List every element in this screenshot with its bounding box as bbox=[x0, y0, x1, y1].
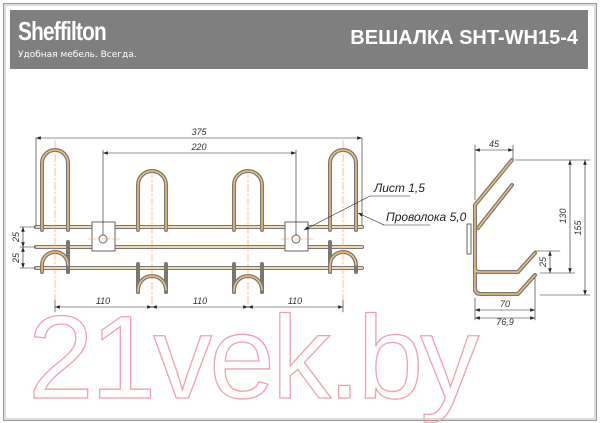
side-view: 45 130 155 25 70 76,9 bbox=[466, 139, 591, 327]
watermark: 21vek.by bbox=[28, 292, 479, 423]
brand-logo: Sheffilton bbox=[18, 16, 107, 46]
hooks bbox=[40, 148, 358, 294]
dim-rail-spacing: 25 bbox=[11, 252, 21, 264]
mount-plate bbox=[91, 221, 116, 252]
note-wire: Проволока 5,0 bbox=[386, 210, 467, 224]
dim-total-width: 375 bbox=[191, 127, 207, 137]
front-view: 375 220 110 110 110 25 25 Лист 1,5 Прово… bbox=[11, 127, 467, 313]
dim-hook-spacing: 110 bbox=[96, 296, 110, 306]
dim-height-inner: 130 bbox=[558, 208, 568, 223]
sheet-frame bbox=[3, 3, 597, 421]
dim-plate-spacing: 220 bbox=[190, 142, 206, 152]
dim-hook-spacing: 110 bbox=[288, 296, 302, 306]
mount-plate-side bbox=[466, 223, 472, 255]
product-title: ВЕШАЛКА SHT-WH15-4 bbox=[350, 27, 578, 49]
dim-hook-spacing: 110 bbox=[193, 296, 207, 306]
dim-height-total: 155 bbox=[573, 220, 583, 236]
header-bar: Sheffilton Удобная мебель. Всегда. ВЕШАЛ… bbox=[10, 10, 588, 69]
dim-hook-height: 25 bbox=[538, 256, 548, 268]
dim-bottom-depth: 70 bbox=[500, 299, 510, 309]
dim-rail-spacing: 25 bbox=[11, 231, 21, 243]
brand-tagline: Удобная мебель. Всегда. bbox=[18, 50, 137, 60]
mount-plate bbox=[284, 221, 309, 252]
note-sheet: Лист 1,5 bbox=[373, 181, 425, 195]
dim-total-depth: 76,9 bbox=[496, 317, 514, 327]
dim-top-depth: 45 bbox=[489, 139, 500, 149]
